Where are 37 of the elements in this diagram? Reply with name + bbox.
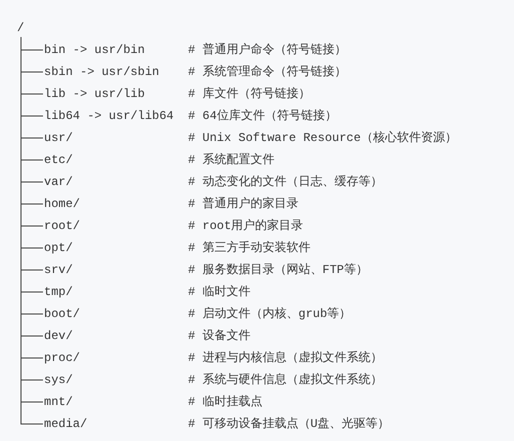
directory-name: / bbox=[17, 20, 24, 36]
comment-text: # 系统与硬件信息（虚拟文件系统） bbox=[188, 372, 382, 388]
comment-text: # 设备文件 bbox=[188, 328, 250, 344]
directory-name: tmp/ bbox=[44, 284, 73, 300]
comment-text: # 启动文件（内核、grub等） bbox=[188, 306, 352, 322]
directory-name: proc/ bbox=[44, 350, 80, 366]
comment-text: # 64位库文件（符号链接） bbox=[188, 108, 337, 124]
comment-text: # Unix Software Resource（核心软件资源） bbox=[188, 130, 457, 146]
directory-name: boot/ bbox=[44, 306, 80, 322]
directory-name: lib64 -> usr/lib64 bbox=[44, 108, 174, 124]
comment-text: # root用户的家目录 bbox=[188, 218, 304, 234]
directory-name: sbin -> usr/sbin bbox=[44, 64, 160, 80]
directory-name: media/ bbox=[44, 416, 88, 432]
directory-name: home/ bbox=[44, 196, 80, 212]
comment-text: # 库文件（符号链接） bbox=[188, 86, 310, 102]
comment-text: # 临时挂载点 bbox=[188, 394, 262, 410]
comment-text: # 普通用户命令（符号链接） bbox=[188, 42, 346, 58]
comment-text: # 系统管理命令（符号链接） bbox=[188, 64, 346, 80]
comment-text: # 系统配置文件 bbox=[188, 152, 274, 168]
directory-name: srv/ bbox=[44, 262, 73, 278]
directory-name: dev/ bbox=[44, 328, 73, 344]
directory-name: etc/ bbox=[44, 152, 73, 168]
directory-name: var/ bbox=[44, 174, 73, 190]
comment-text: # 可移动设备挂载点（U盘、光驱等） bbox=[188, 416, 390, 432]
directory-name: sys/ bbox=[44, 372, 73, 388]
comment-text: # 临时文件 bbox=[188, 284, 250, 300]
comment-text: # 进程与内核信息（虚拟文件系统） bbox=[188, 350, 382, 366]
comment-text: # 服务数据目录（网站、FTP等） bbox=[188, 262, 368, 278]
comment-text: # 动态变化的文件（日志、缓存等） bbox=[188, 174, 382, 190]
directory-name: bin -> usr/bin bbox=[44, 42, 145, 58]
comment-text: # 普通用户的家目录 bbox=[188, 196, 298, 212]
directory-name: root/ bbox=[44, 218, 80, 234]
directory-name: lib -> usr/lib bbox=[44, 86, 145, 102]
directory-name: opt/ bbox=[44, 240, 73, 256]
directory-name: usr/ bbox=[44, 130, 73, 146]
directory-name: mnt/ bbox=[44, 394, 73, 410]
comment-text: # 第三方手动安装软件 bbox=[188, 240, 310, 256]
